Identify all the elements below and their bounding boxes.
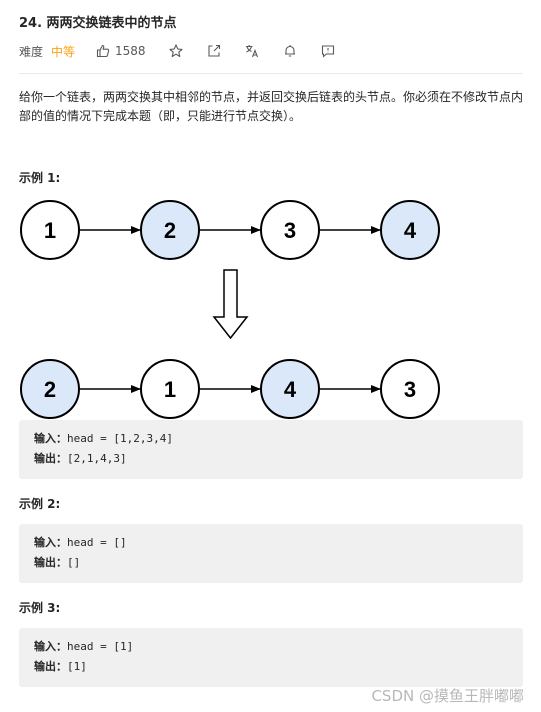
input-key: 输入： [34, 640, 67, 653]
linked-list-after: 2 1 4 3 [20, 359, 440, 419]
before-node-1 [20, 200, 80, 260]
example-1-input: head = [1,2,3,4] [67, 432, 173, 445]
example-3-input: head = [1] [67, 640, 134, 653]
output-key: 输出： [34, 660, 67, 673]
before-node-label: 2 [164, 218, 176, 243]
after-node-label: 1 [164, 377, 176, 402]
input-key: 输入： [34, 432, 67, 445]
after-node-4 [380, 359, 440, 419]
after-node-label: 3 [404, 377, 416, 402]
linked-list-before: 1 2 3 4 [20, 200, 440, 260]
example-3-output-row: 输出：[1] [19, 657, 523, 677]
before-node-2 [140, 200, 200, 260]
example-2-output-row: 输出：[] [19, 553, 523, 573]
thumbs-up-icon[interactable] [95, 43, 111, 59]
problem-title: 24. 两两交换链表中的节点 [19, 16, 177, 31]
after-node-label: 2 [44, 377, 56, 402]
input-key: 输入： [34, 536, 67, 549]
example-3-input-row: 输入：head = [1] [19, 637, 523, 657]
output-key: 输出： [34, 556, 67, 569]
difficulty-label: 难度 [19, 44, 44, 59]
like-count: 1588 [115, 44, 146, 58]
example-3-label: 示例 3: [19, 601, 61, 615]
example-2-input: head = [] [67, 536, 127, 549]
example-3-output: [1] [67, 660, 87, 673]
after-node-label: 4 [284, 377, 297, 402]
bell-icon[interactable] [282, 43, 298, 59]
output-key: 输出： [34, 452, 67, 465]
example-2-input-row: 输入：head = [] [19, 533, 523, 553]
example-2-label: 示例 2: [19, 497, 61, 511]
translate-icon[interactable] [244, 43, 260, 59]
example-1-code: 输入：head = [1,2,3,4] 输出：[2,1,4,3] [19, 420, 523, 479]
star-icon[interactable] [168, 43, 184, 59]
problem-meta-bar: 难度 中等 1588 [19, 42, 336, 60]
before-node-3 [260, 200, 320, 260]
swap-diagram: 1 2 3 4 2 1 4 3 [20, 200, 440, 419]
example-1-label: 示例 1: [19, 171, 61, 185]
example-2-output: [] [67, 556, 81, 569]
example-1-input-row: 输入：head = [1,2,3,4] [19, 429, 523, 449]
example-1-output: [2,1,4,3] [67, 452, 127, 465]
problem-description: 给你一个链表，两两交换其中相邻的节点，并返回交换后链表的头节点。你必须在不修改节… [19, 90, 524, 123]
csdn-watermark: CSDN @摸鱼王胖嘟嘟 [371, 687, 524, 705]
before-node-label: 1 [44, 218, 56, 243]
after-node-1 [20, 359, 80, 419]
before-node-label: 3 [284, 218, 296, 243]
example-2-code: 输入：head = [] 输出：[] [19, 524, 523, 583]
after-node-2 [140, 359, 200, 419]
difficulty-badge: 中等 [51, 44, 76, 59]
down-arrow-icon [212, 269, 249, 340]
share-icon[interactable] [206, 43, 222, 59]
before-node-label: 4 [404, 218, 417, 243]
example-3-code: 输入：head = [1] 输出：[1] [19, 628, 523, 687]
example-1-output-row: 输出：[2,1,4,3] [19, 449, 523, 469]
after-node-3 [260, 359, 320, 419]
feedback-icon[interactable] [320, 43, 336, 59]
before-node-4 [380, 200, 440, 260]
header-divider [19, 73, 523, 74]
